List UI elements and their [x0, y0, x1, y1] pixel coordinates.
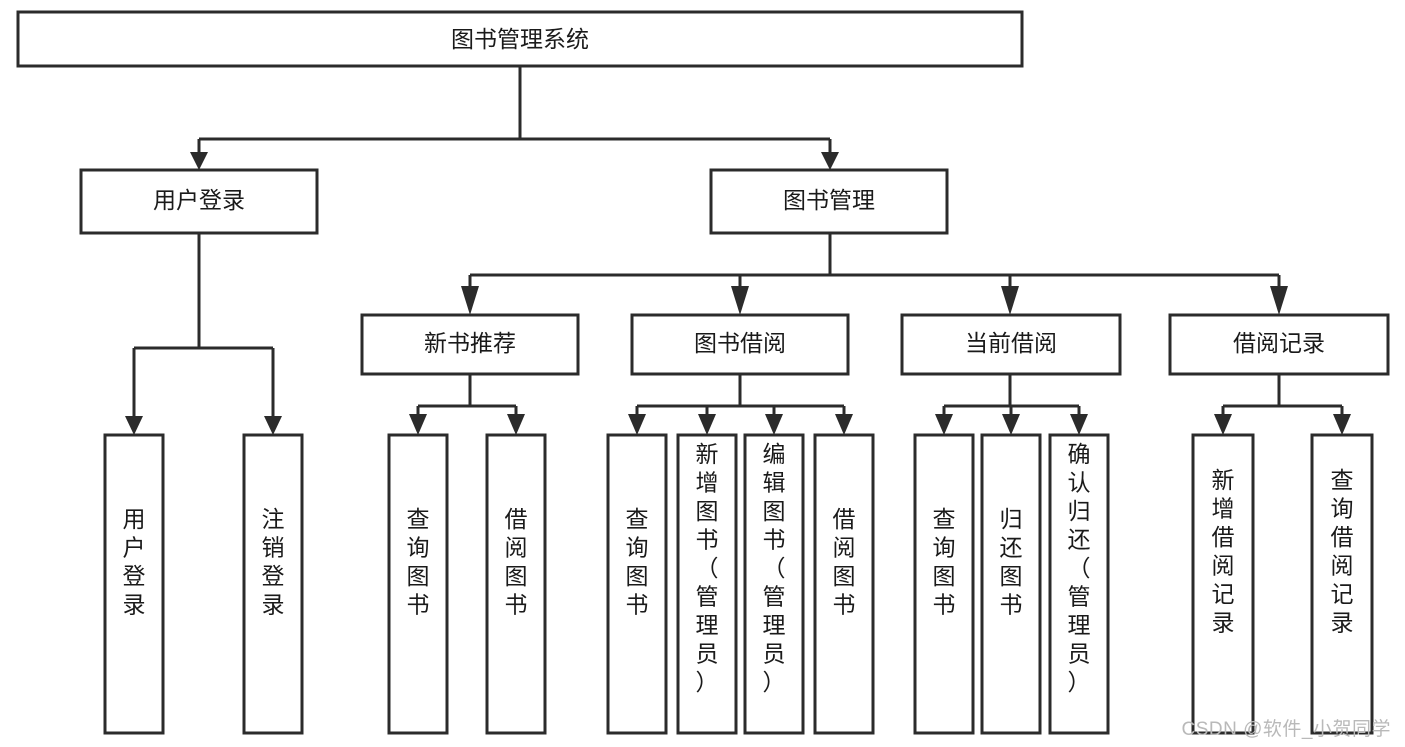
node-leaf-borrow-book-2[interactable]: 借阅图书 — [813, 433, 875, 735]
node-book-management-box[interactable] — [709, 168, 949, 235]
node-root[interactable]: 图书管理系统 — [16, 10, 1024, 68]
node-leaf-confirm-return-admin-box[interactable] — [1048, 433, 1110, 735]
node-book-borrow-box[interactable] — [630, 313, 850, 376]
node-borrow-record-label: 借阅记录 — [1233, 330, 1325, 356]
node-leaf-query-book-3-label: 查询图书 — [933, 506, 956, 618]
node-leaf-return-book-label: 归还图书 — [1000, 506, 1023, 618]
node-root-label: 图书管理系统 — [451, 26, 589, 52]
arrow-bb-to-leaf1 — [628, 414, 646, 435]
node-root-box[interactable] — [16, 10, 1024, 68]
node-book-management[interactable]: 图书管理 — [709, 168, 949, 235]
node-leaf-query-book-3-box[interactable] — [913, 433, 975, 735]
node-leaf-logout-label: 注销登录 — [262, 506, 285, 618]
node-leaf-add-book-admin-label: 新增图书（管理员） — [696, 441, 719, 695]
node-leaf-borrow-book-1-label: 借阅图书 — [505, 506, 528, 618]
arrow-root-to-user-login — [190, 152, 208, 170]
arrow-bm-to-book-borrow — [731, 286, 749, 315]
arrow-new-book-to-leaf1 — [409, 414, 427, 435]
node-leaf-query-book-1-label: 查询图书 — [407, 506, 430, 618]
node-leaf-query-book-1[interactable]: 查询图书 — [387, 433, 449, 735]
node-leaf-add-book-admin[interactable]: 新增图书（管理员） — [676, 433, 738, 735]
node-book-borrow[interactable]: 图书借阅 — [630, 313, 850, 376]
node-leaf-borrow-book-2-label: 借阅图书 — [833, 506, 856, 618]
node-leaf-edit-book-admin[interactable]: 编辑图书（管理员） — [743, 433, 805, 735]
node-leaf-user-login[interactable]: 用户登录 — [103, 433, 165, 735]
node-leaf-logout-box[interactable] — [242, 433, 304, 735]
node-current-borrow-label: 当前借阅 — [965, 330, 1057, 356]
node-leaf-confirm-return-admin[interactable]: 确认归还（管理员） — [1048, 433, 1110, 735]
node-new-book-recommend-label: 新书推荐 — [424, 330, 516, 356]
node-leaf-logout[interactable]: 注销登录 — [242, 433, 304, 735]
node-leaf-query-borrow-record-box[interactable] — [1310, 433, 1374, 735]
node-leaf-borrow-book-1-box[interactable] — [485, 433, 547, 735]
node-borrow-record[interactable]: 借阅记录 — [1168, 313, 1390, 376]
arrow-bb-to-leaf2 — [698, 414, 716, 435]
arrow-bm-to-current-borrow — [1001, 286, 1019, 315]
arrow-br-to-leaf1 — [1214, 414, 1232, 435]
arrow-new-book-to-leaf2 — [507, 414, 525, 435]
node-leaf-add-borrow-record[interactable]: 新增借阅记录 — [1191, 433, 1255, 735]
node-leaf-query-book-2-box[interactable] — [606, 433, 668, 735]
node-leaf-borrow-book-2-box[interactable] — [813, 433, 875, 735]
node-leaf-add-borrow-record-box[interactable] — [1191, 433, 1255, 735]
node-current-borrow[interactable]: 当前借阅 — [900, 313, 1122, 376]
node-leaf-query-book-1-box[interactable] — [387, 433, 449, 735]
node-leaf-query-borrow-record[interactable]: 查询借阅记录 — [1310, 433, 1374, 735]
node-leaf-edit-book-admin-box[interactable] — [743, 433, 805, 735]
node-new-book-recommend-box[interactable] — [360, 313, 580, 376]
arrow-bb-to-leaf4 — [835, 414, 853, 435]
node-leaf-query-borrow-record-label: 查询借阅记录 — [1331, 467, 1354, 636]
node-leaf-query-book-2-label: 查询图书 — [626, 506, 649, 618]
node-leaf-query-book-2[interactable]: 查询图书 — [606, 433, 668, 735]
arrow-cb-to-leaf1 — [935, 414, 953, 435]
node-leaf-user-login-label: 用户登录 — [123, 506, 146, 618]
connector-layer — [125, 66, 1351, 435]
node-new-book-recommend[interactable]: 新书推荐 — [360, 313, 580, 376]
arrow-root-to-book-management — [821, 152, 839, 170]
arrow-user-login-to-leaf1 — [125, 416, 143, 435]
node-leaf-borrow-book-1[interactable]: 借阅图书 — [485, 433, 547, 735]
arrow-bm-to-borrow-record — [1270, 286, 1288, 315]
node-user-login-box[interactable] — [79, 168, 319, 235]
node-user-login-label: 用户登录 — [153, 187, 245, 213]
arrow-cb-to-leaf2 — [1002, 414, 1020, 435]
node-leaf-return-book-box[interactable] — [980, 433, 1042, 735]
node-book-management-label: 图书管理 — [783, 187, 875, 213]
node-leaf-query-book-3[interactable]: 查询图书 — [913, 433, 975, 735]
node-book-borrow-label: 图书借阅 — [694, 330, 786, 356]
arrow-user-login-to-leaf2 — [264, 416, 282, 435]
node-leaf-add-borrow-record-label: 新增借阅记录 — [1212, 467, 1235, 636]
node-leaf-confirm-return-admin-label: 确认归还（管理员） — [1068, 441, 1091, 695]
node-borrow-record-box[interactable] — [1168, 313, 1390, 376]
node-leaf-add-book-admin-box[interactable] — [676, 433, 738, 735]
arrow-bb-to-leaf3 — [765, 414, 783, 435]
node-user-login[interactable]: 用户登录 — [79, 168, 319, 235]
node-current-borrow-box[interactable] — [900, 313, 1122, 376]
node-leaf-return-book[interactable]: 归还图书 — [980, 433, 1042, 735]
node-leaf-user-login-box[interactable] — [103, 433, 165, 735]
arrow-br-to-leaf2 — [1333, 414, 1351, 435]
arrow-bm-to-new-book — [461, 286, 479, 315]
node-leaf-edit-book-admin-label: 编辑图书（管理员） — [763, 441, 786, 695]
arrow-cb-to-leaf3 — [1070, 414, 1088, 435]
